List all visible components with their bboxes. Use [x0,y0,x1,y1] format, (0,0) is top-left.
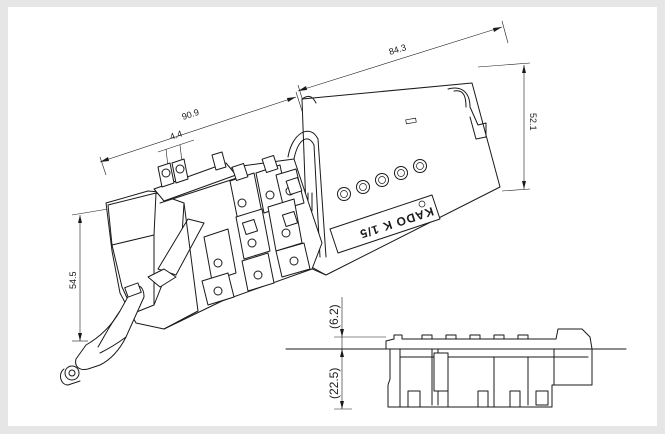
dim-label-side-top: (6.2) [327,304,341,329]
dimension-board-width: 84.3 [297,20,509,112]
dimension-pin-spacing: 4.4 [157,129,195,168]
dim-label-board-width: 84.3 [388,42,408,57]
dim-label-side-bottom: (22.5) [327,368,341,399]
dimension-board-height: 52.1 [477,62,538,192]
terminal-blocks-lower [201,198,311,306]
dim-label-height-overall: 54.5 [68,271,78,289]
dim-label-width-overall: 90.9 [181,107,201,122]
switch-arm [60,282,145,386]
mounting-tabs [157,151,227,188]
switch-housing [105,151,323,330]
led-row [337,159,427,201]
dim-label-pin-spacing: 4.4 [169,129,184,142]
drawing-panel: 90.9 4.4 54.5 84.3 52.1 [8,7,657,426]
dimension-width-overall: 90.9 [99,91,305,176]
dim-label-board-height: 52.1 [528,113,538,131]
terminal-blocks-upper [229,154,305,222]
technical-drawing: 90.9 4.4 54.5 84.3 52.1 [60,20,627,410]
side-view: (6.2) (22.5) [285,297,627,410]
circuit-board: KADO K 1/5 [301,82,501,276]
